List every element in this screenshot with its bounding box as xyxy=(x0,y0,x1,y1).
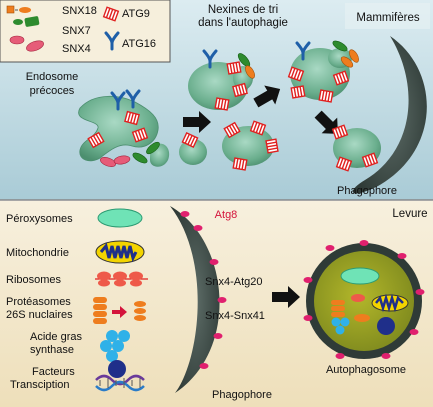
autophagosome-label: Autophagosome xyxy=(326,364,406,376)
early-endosome xyxy=(78,89,170,169)
cargo-ribosomes-label: Ribosomes xyxy=(6,274,62,286)
title-line2: dans l'autophagie xyxy=(198,17,288,29)
legend-atg16: ATG16 xyxy=(122,38,156,50)
cargo-fas-label-1: Acide gras xyxy=(30,331,82,343)
mitochondria-icon xyxy=(95,240,145,264)
snx18-icon xyxy=(19,7,31,13)
phagophore-mammal xyxy=(352,36,427,194)
yeast-label: Levure xyxy=(392,208,427,220)
transcription-factor-icon xyxy=(95,360,145,392)
cargo-fas-label-2: synthase xyxy=(30,344,74,356)
vesicle-lower xyxy=(222,120,279,171)
cargo-tf-label-1: Facteurs xyxy=(32,366,75,378)
cargo-tf-label-2: Transciption xyxy=(10,379,70,391)
complex-snx4-snx41: Snx4-Snx41 xyxy=(205,310,265,322)
cargo-mitochondria-label: Mitochondrie xyxy=(6,247,69,259)
vesicle-upper xyxy=(188,49,257,111)
fatty-acid-synthase-icon xyxy=(100,330,130,362)
phagophore-label-bottom: Phagophore xyxy=(212,389,272,401)
endosome-label-1: Endosome xyxy=(26,71,79,83)
proteasome-icon xyxy=(93,297,146,324)
ribosomes-icon xyxy=(95,271,148,287)
snx7-icon xyxy=(24,16,40,27)
cargo-proteasomes-label-1: Protéasomes xyxy=(6,296,71,308)
complex-snx4-atg20: Snx4-Atg20 xyxy=(205,276,262,288)
cargo-proteasomes-label-2: 26S nuclaires xyxy=(6,309,73,321)
phagophore-label-top: Phagophore xyxy=(337,185,397,197)
legend-snx18: SNX18 xyxy=(62,5,97,17)
autophagosome xyxy=(303,240,425,359)
snx18-square-icon xyxy=(6,5,15,14)
vesicle-right-upper xyxy=(287,38,361,103)
cargo-peroxisomes-label: Péroxysomes xyxy=(6,213,73,225)
snx4-icon xyxy=(9,35,25,45)
vesicle-right-lower xyxy=(331,124,381,172)
legend-atg9: ATG9 xyxy=(122,8,150,20)
endosome-label-2: précoces xyxy=(30,85,75,97)
title-line1: Nexines de tri xyxy=(208,4,278,16)
legend-snx4: SNX4 xyxy=(62,43,91,55)
peroxisome-icon xyxy=(97,208,143,228)
legend-box: SNX18 SNX7 SNX4 ATG9 ATG16 xyxy=(0,0,171,63)
atg8-label: Atg8 xyxy=(215,209,238,221)
small-vesicle xyxy=(179,132,207,165)
legend-snx7: SNX7 xyxy=(62,25,91,37)
phagophore-yeast xyxy=(170,206,227,393)
mammals-label: Mammifères xyxy=(356,12,420,24)
